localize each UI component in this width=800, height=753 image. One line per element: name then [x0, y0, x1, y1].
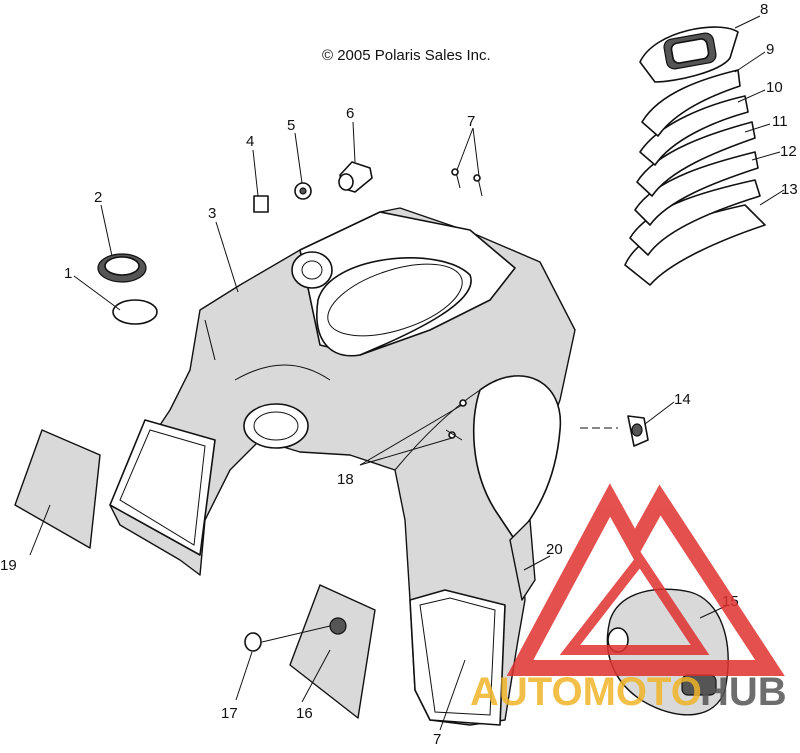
callout-14: 14	[674, 391, 691, 408]
console-body	[109, 207, 576, 726]
watermark-triangle-icon	[506, 483, 785, 676]
parts-8-13-plate-stack	[624, 26, 766, 286]
callout-12: 12	[780, 143, 797, 160]
callout-7-top: 7	[467, 113, 475, 130]
callout-19: 19	[0, 557, 17, 574]
part-7-screws-top	[451, 168, 483, 197]
watermark-brand-right: HUB	[700, 670, 787, 714]
part-14-bracket	[580, 415, 649, 447]
part-20-strip	[509, 519, 536, 601]
callout-2: 2	[94, 189, 102, 206]
callout-20: 20	[546, 541, 563, 558]
part-2-bezel	[97, 253, 147, 283]
callout-8: 8	[760, 1, 768, 18]
part-4-clip	[253, 195, 269, 213]
callout-4: 4	[246, 133, 254, 150]
leader-lines	[29, 15, 785, 731]
callout-5: 5	[287, 117, 295, 134]
watermark-logo: AUTOMOTO HUB	[470, 483, 787, 714]
callout-10: 10	[766, 79, 783, 96]
part-19-panel	[14, 429, 101, 549]
callout-17: 17	[221, 705, 238, 722]
part-16-panel	[289, 584, 376, 719]
callout-6: 6	[346, 105, 354, 122]
callout-7-bottom: 7	[433, 731, 441, 748]
callout-18: 18	[337, 471, 354, 488]
part-1-oring	[112, 299, 158, 325]
copyright-notice: © 2005 Polaris Sales Inc.	[322, 47, 491, 64]
callout-13: 13	[781, 181, 798, 198]
callout-16: 16	[296, 705, 313, 722]
callout-3: 3	[208, 205, 216, 222]
callout-1: 1	[64, 265, 72, 282]
part-6-plug	[338, 161, 373, 193]
part-17-knob	[244, 617, 347, 652]
part-18-pins	[445, 399, 467, 441]
part-5-grommet	[294, 182, 312, 200]
callout-9: 9	[766, 41, 774, 58]
watermark-brand-left: AUTOMOTO	[470, 670, 702, 714]
callout-11: 11	[772, 113, 788, 130]
